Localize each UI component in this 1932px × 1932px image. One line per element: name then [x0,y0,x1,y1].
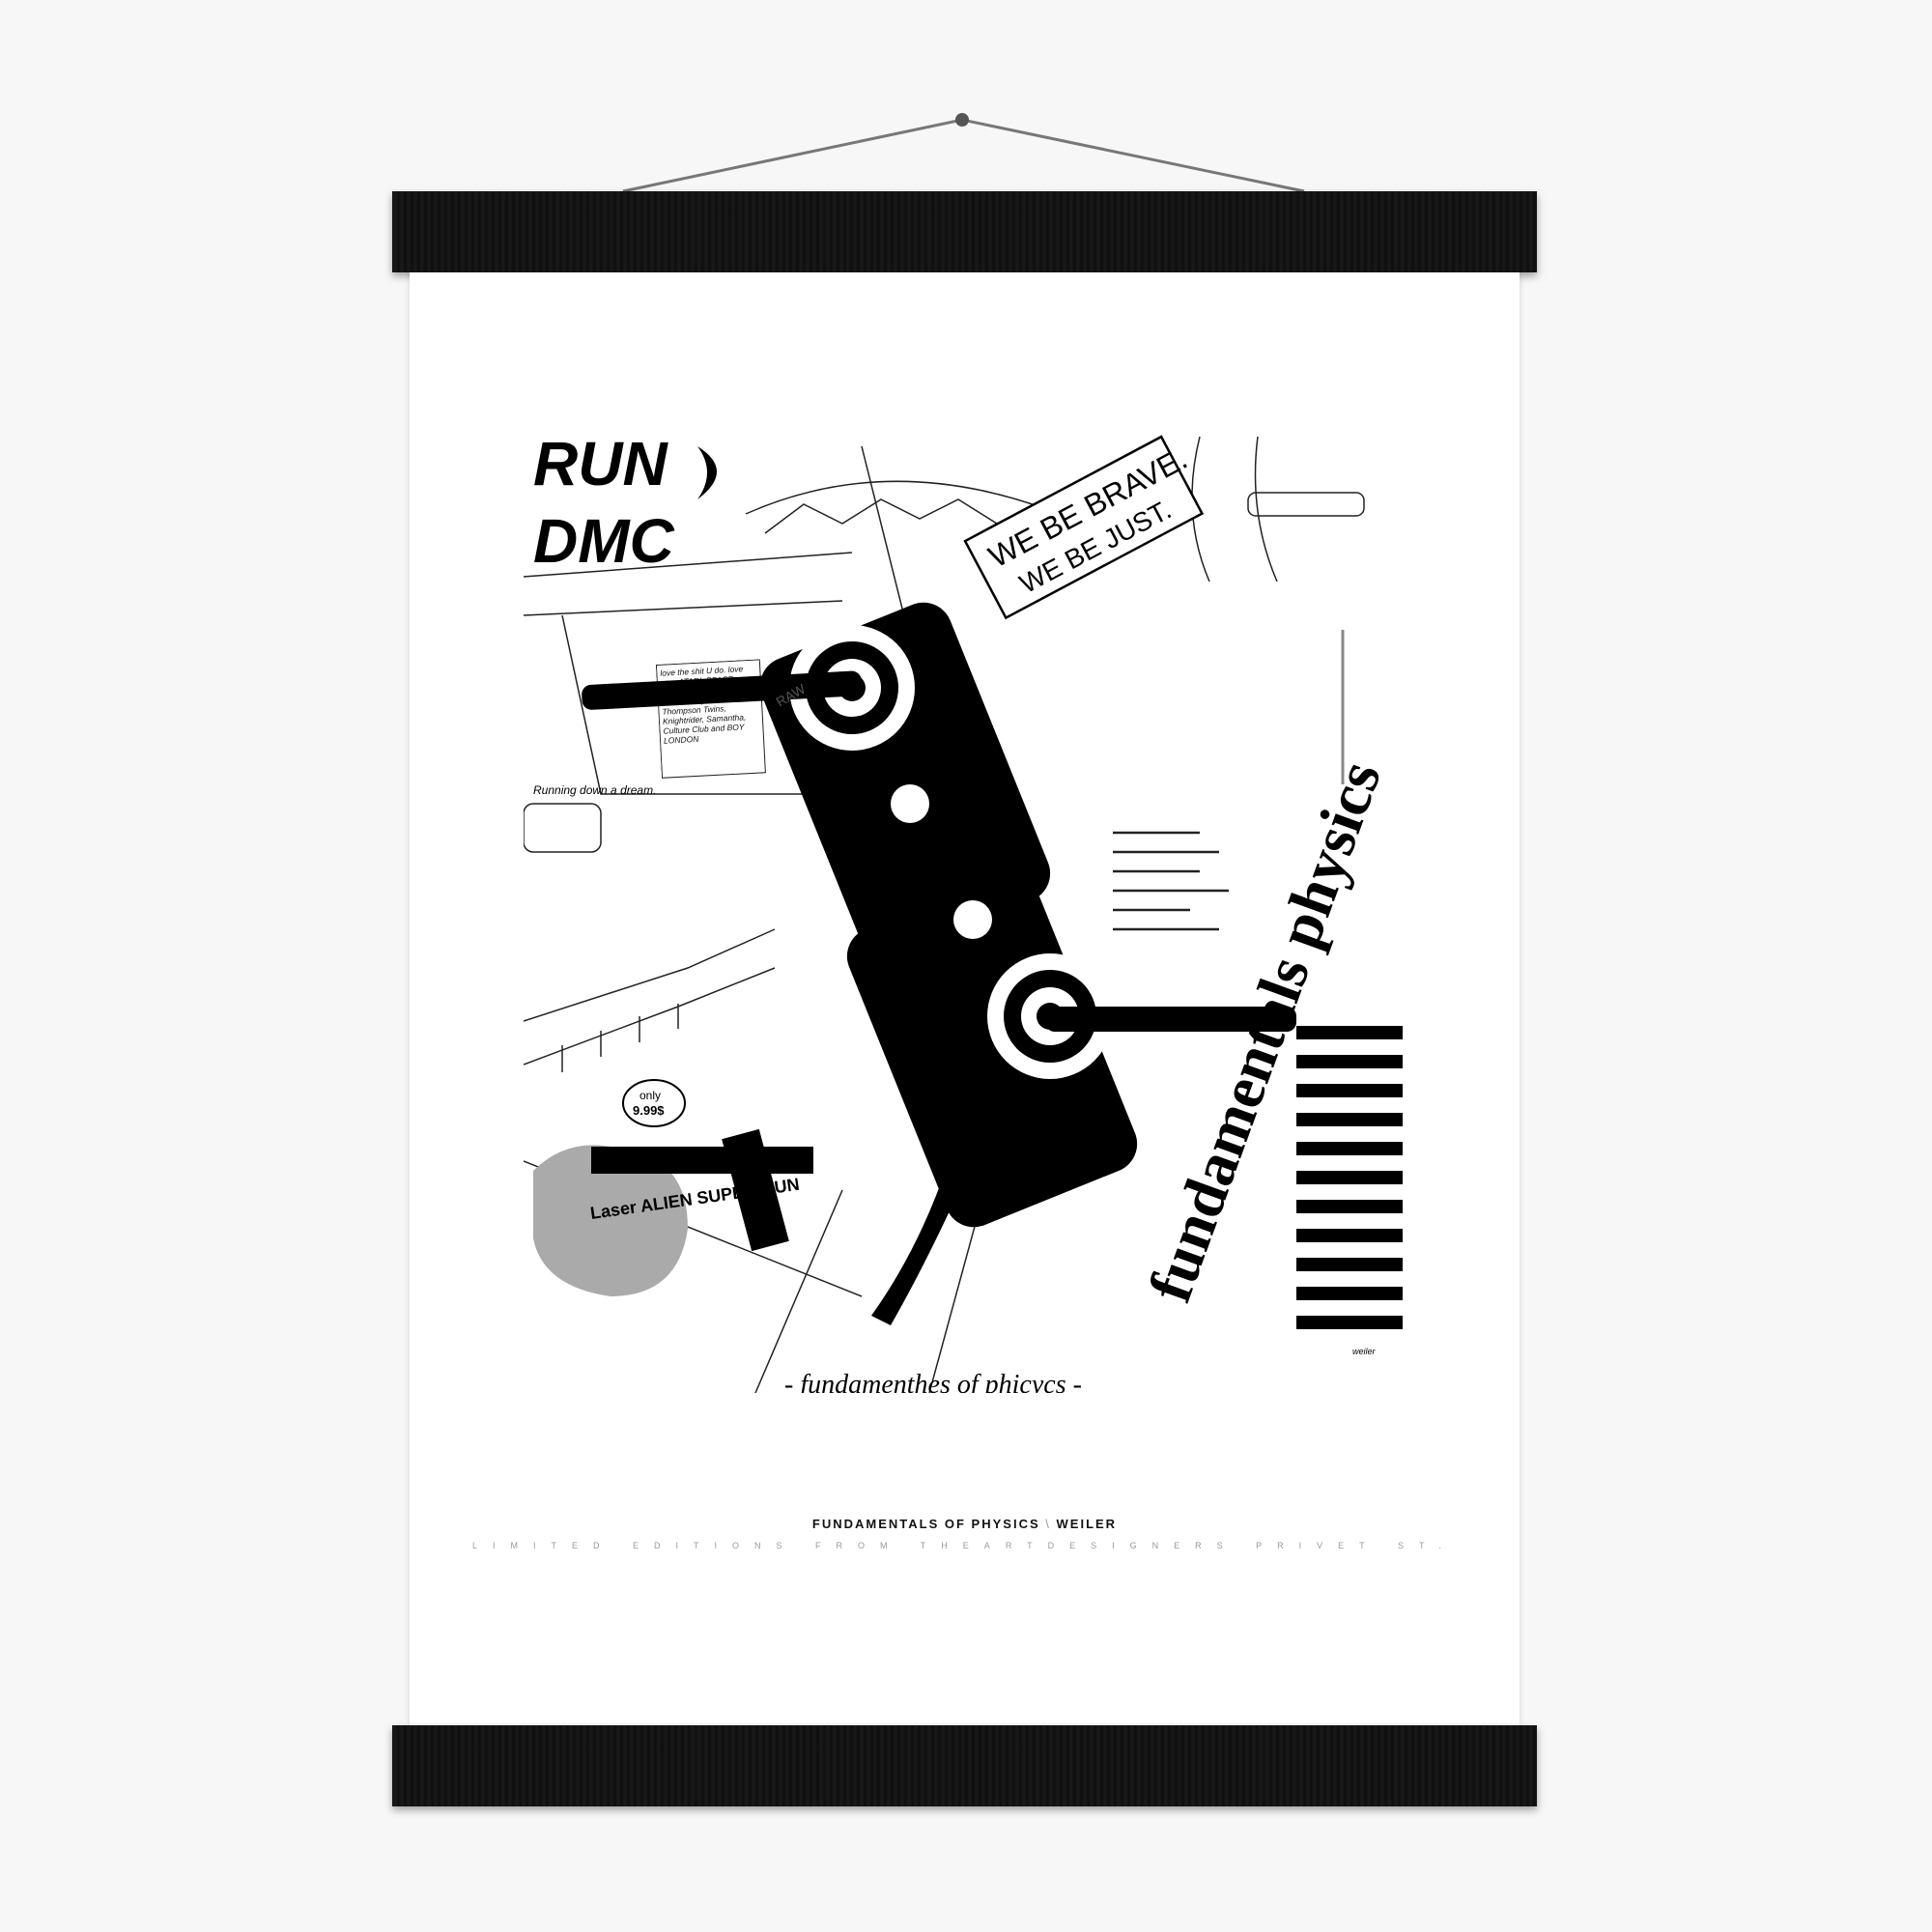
poster-artwork: love the shit U do. love your ATARI, SPA… [524,429,1403,1393]
stripes [1296,1026,1403,1329]
run-text: RUN [533,429,668,498]
poster-title: FUNDAMENTALS OF PHYSICS [811,1517,1040,1531]
hanger-nail-icon [955,113,969,127]
poster-subtitle: LIMITED EDITIONS FROM THEARTDESIGNERS PR… [471,1541,1458,1550]
price-text: 9.99$ [633,1103,665,1118]
running-text: Running down a dream. [533,783,656,797]
caption-separator: \ [1045,1517,1051,1531]
speaker-illustration [582,602,1296,1325]
poster-paper: love the shit U do. love your ATARI, SPA… [410,272,1520,1725]
signature: weiler [1352,1347,1377,1356]
handwritten-title: - fundamenthes of phicycs - [784,1370,1082,1393]
hanger-top-bar [392,191,1537,272]
price-only-text: only [639,1089,661,1102]
poster-artist: WEILER [1056,1517,1118,1531]
dmc-text: DMC [533,506,675,576]
poster-caption: FUNDAMENTALS OF PHYSICS \ WEILER [410,1517,1520,1531]
hanger-cord [622,113,1305,193]
gun-illustration [591,1128,813,1252]
hanger-bottom-bar [392,1725,1537,1806]
